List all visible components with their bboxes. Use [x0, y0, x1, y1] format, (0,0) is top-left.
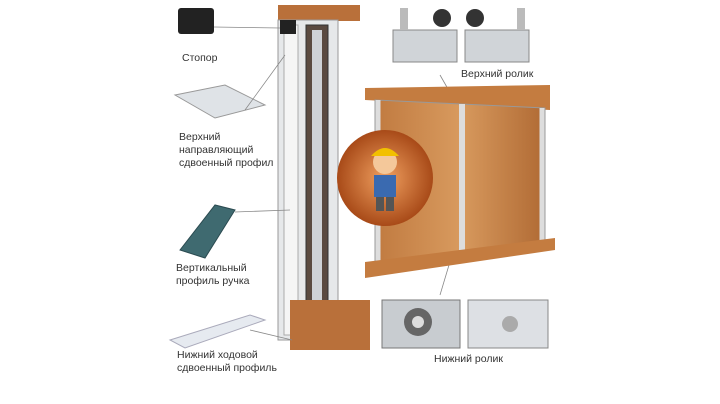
vertical-profile-part [179, 204, 236, 259]
label-stopper: Стопор [182, 52, 218, 64]
label-line: Нижний ходовой [177, 349, 258, 361]
label-line: сдвоенный профиль [177, 362, 277, 374]
label-bottom-roller: Нижний ролик [434, 353, 503, 365]
label-top-profile: Верхний направляющий сдвоенный профил [179, 131, 273, 170]
label-line: направляющий [179, 144, 254, 156]
label-line: Вертикальный [176, 262, 247, 274]
bottom-roller-parts [381, 299, 549, 349]
label-top-roller: Верхний ролик [461, 68, 534, 80]
wardrobe-illustration [365, 85, 555, 278]
top-roller-parts [392, 8, 530, 63]
bottom-profile-part [168, 314, 267, 349]
label-line: профиль ручка [176, 275, 250, 287]
label-line: сдвоенный профил [179, 157, 274, 169]
mascot-badge [337, 130, 433, 226]
top-profile-part [173, 84, 267, 119]
label-vertical-profile: Вертикальный профиль ручка [176, 262, 250, 288]
stopper-part [178, 8, 214, 34]
label-line: Верхний [179, 131, 221, 143]
label-bottom-profile: Нижний ходовой сдвоенный профиль [177, 349, 277, 375]
